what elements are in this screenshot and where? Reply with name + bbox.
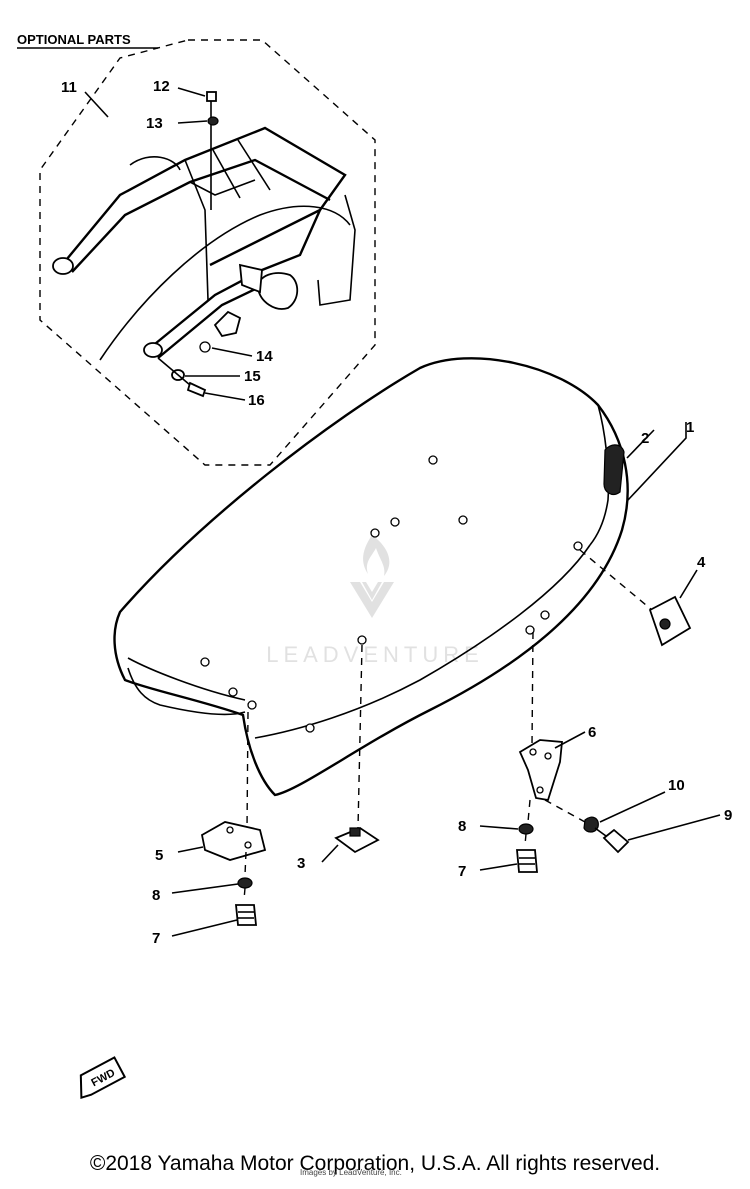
watermark: LEADVENTURE bbox=[266, 535, 484, 667]
callout-14: 14 bbox=[256, 348, 273, 365]
mounting-hardware bbox=[200, 549, 692, 926]
optional-parts-boundary bbox=[39, 39, 376, 466]
callout-9: 9 bbox=[724, 807, 732, 824]
fwd-badge: FWD bbox=[79, 1056, 127, 1099]
rear-carrier-assembly bbox=[52, 91, 356, 398]
callout-1: 1 bbox=[686, 419, 694, 436]
callout-5: 5 bbox=[155, 847, 163, 864]
forward-arrow-icon bbox=[79, 1056, 127, 1099]
image-credit: Images by LeadVenture, Inc. bbox=[300, 1168, 402, 1177]
seat-assembly bbox=[113, 357, 629, 797]
callout-12: 12 bbox=[153, 78, 170, 95]
callout-11: 11 bbox=[61, 79, 77, 96]
callout-15: 15 bbox=[244, 368, 261, 385]
leadventure-logo-icon bbox=[350, 535, 394, 618]
callout-3: 3 bbox=[297, 855, 305, 872]
callout-8-left: 8 bbox=[152, 887, 160, 904]
optional-parts-header: OPTIONAL PARTS bbox=[17, 32, 158, 49]
optional-parts-title: OPTIONAL PARTS bbox=[17, 32, 131, 47]
callout-16: 16 bbox=[248, 392, 265, 409]
callout-numbers: 1 2 3 4 5 6 7 7 8 8 9 10 11 12 13 14 15 … bbox=[61, 78, 732, 947]
copyright-notice: ©2018 Yamaha Motor Corporation, U.S.A. A… bbox=[89, 1152, 661, 1175]
callout-8-right: 8 bbox=[458, 818, 466, 835]
callout-leaders bbox=[84, 87, 721, 937]
callout-7-left: 7 bbox=[152, 930, 160, 947]
callout-10: 10 bbox=[668, 777, 685, 794]
callout-2: 2 bbox=[641, 430, 649, 447]
callout-4: 4 bbox=[697, 554, 706, 571]
callout-13: 13 bbox=[146, 115, 163, 132]
callout-7-right: 7 bbox=[458, 863, 466, 880]
watermark-text: LEADVENTURE bbox=[266, 642, 484, 667]
callout-6: 6 bbox=[588, 724, 596, 741]
